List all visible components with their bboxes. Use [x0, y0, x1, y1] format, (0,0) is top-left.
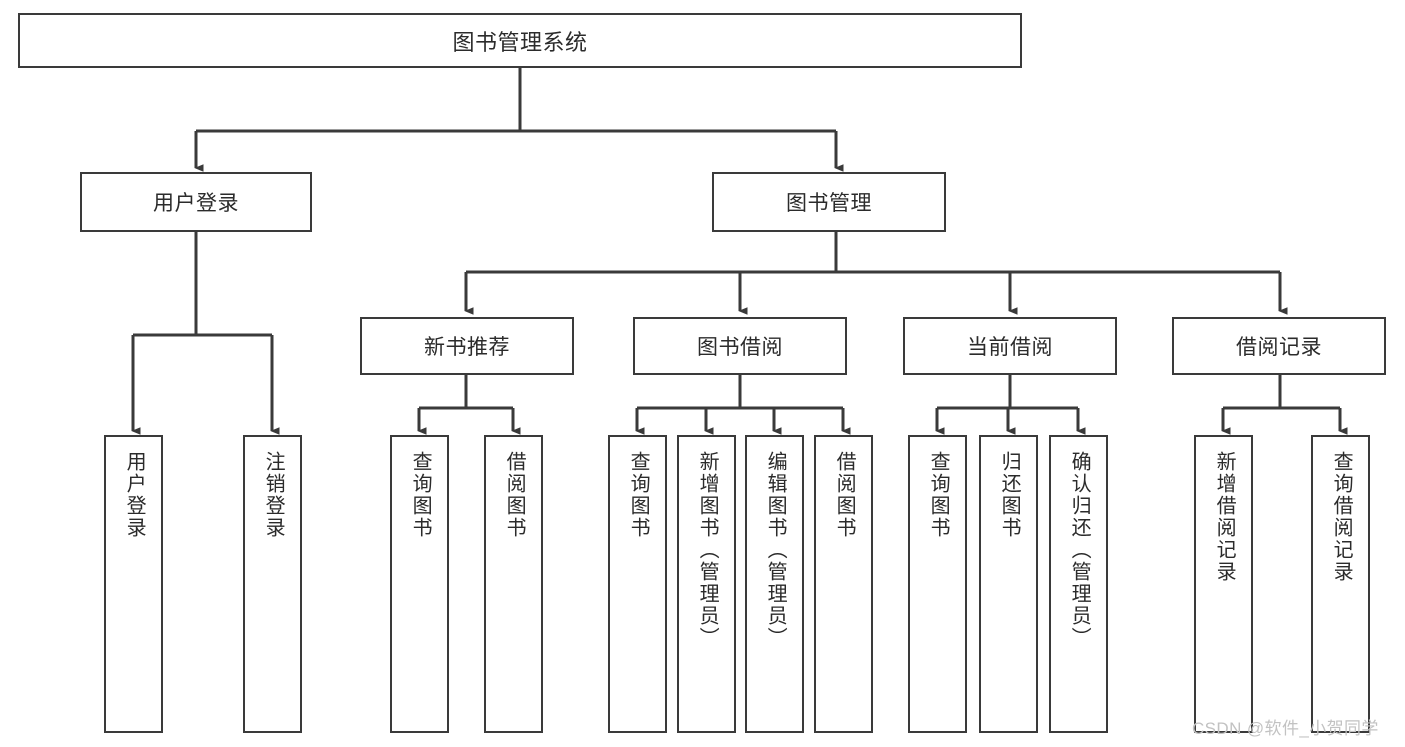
leaf-user-logout[interactable]: 注销登录	[243, 435, 302, 733]
leaf-current-confirm-return[interactable]: 确认归还（管理员）	[1049, 435, 1108, 733]
node-root-system[interactable]: 图书管理系统	[18, 13, 1022, 68]
node-borrow-record[interactable]: 借阅记录	[1172, 317, 1386, 375]
node-label: 查询借阅记录	[1330, 451, 1353, 583]
leaf-recommend-borrow-book[interactable]: 借阅图书	[484, 435, 543, 733]
leaf-borrow-borrow-book[interactable]: 借阅图书	[814, 435, 873, 733]
node-label: 用户登录	[153, 192, 239, 215]
node-book-management[interactable]: 图书管理	[712, 172, 946, 232]
node-label: 新增图书（管理员）	[696, 451, 719, 649]
node-book-borrow[interactable]: 图书借阅	[633, 317, 847, 375]
leaf-borrow-edit-book[interactable]: 编辑图书（管理员）	[745, 435, 804, 733]
leaf-borrow-query-book[interactable]: 查询图书	[608, 435, 667, 733]
node-label: 查询图书	[627, 451, 650, 539]
node-label: 查询图书	[927, 451, 950, 539]
node-label: 借阅图书	[503, 451, 526, 539]
node-label: 用户登录	[123, 451, 146, 539]
leaf-current-return-book[interactable]: 归还图书	[979, 435, 1038, 733]
leaf-record-query[interactable]: 查询借阅记录	[1311, 435, 1370, 733]
node-label: 归还图书	[998, 451, 1021, 539]
node-label: 新书推荐	[424, 336, 510, 359]
node-new-book-recommend[interactable]: 新书推荐	[360, 317, 574, 375]
leaf-user-login[interactable]: 用户登录	[104, 435, 163, 733]
leaf-recommend-query-book[interactable]: 查询图书	[390, 435, 449, 733]
node-label: 借阅图书	[833, 451, 856, 539]
node-label: 借阅记录	[1236, 336, 1322, 359]
watermark-text: CSDN @软件_小贺同学	[1192, 719, 1379, 738]
node-user-login[interactable]: 用户登录	[80, 172, 312, 232]
leaf-borrow-add-book[interactable]: 新增图书（管理员）	[677, 435, 736, 733]
node-label: 图书管理	[786, 192, 872, 215]
node-label: 注销登录	[262, 451, 285, 539]
node-label: 图书借阅	[697, 336, 783, 359]
node-label: 编辑图书（管理员）	[764, 451, 787, 649]
leaf-current-query-book[interactable]: 查询图书	[908, 435, 967, 733]
leaf-record-add[interactable]: 新增借阅记录	[1194, 435, 1253, 733]
node-label: 查询图书	[409, 451, 432, 539]
node-label: 新增借阅记录	[1213, 451, 1236, 583]
node-current-borrow[interactable]: 当前借阅	[903, 317, 1117, 375]
node-label: 图书管理系统	[452, 29, 588, 55]
node-label: 确认归还（管理员）	[1068, 451, 1091, 649]
node-label: 当前借阅	[967, 336, 1053, 359]
